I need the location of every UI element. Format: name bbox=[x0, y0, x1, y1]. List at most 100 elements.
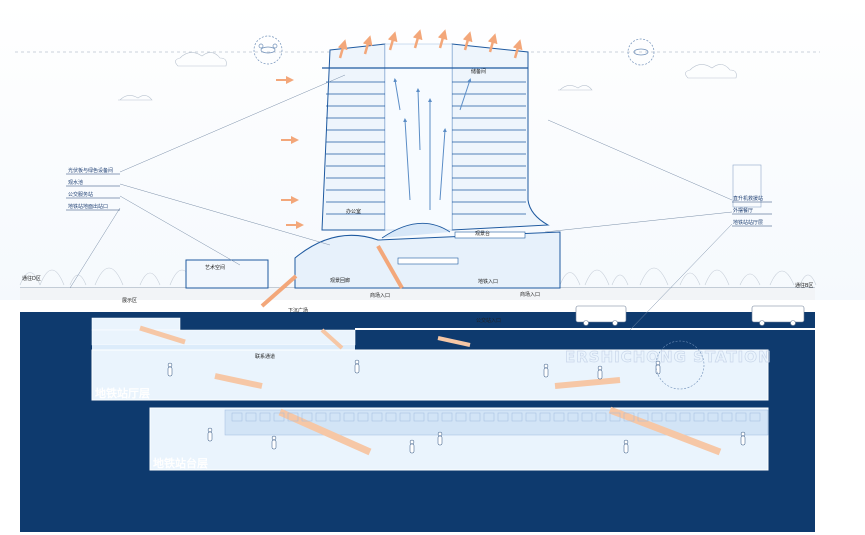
right-callouts: 直升机救援站 外摆餐厅 地铁站站厅层 bbox=[732, 195, 772, 227]
train-window bbox=[651, 412, 663, 422]
ventilation-arrows bbox=[276, 29, 523, 229]
train-windows bbox=[231, 412, 761, 422]
callout-subway-exit: 地铁站地面出站口 bbox=[68, 203, 108, 210]
level-label-platform: 地铁站台层 bbox=[153, 456, 208, 470]
exhaust-arrow bbox=[362, 35, 373, 55]
air-arrow bbox=[416, 88, 421, 151]
right-building-sketch bbox=[732, 164, 762, 208]
bus-icon bbox=[575, 305, 805, 326]
callout-subway-concourse: 地铁站站厅层 bbox=[733, 219, 763, 226]
person-figure bbox=[271, 435, 277, 450]
train-window bbox=[735, 412, 747, 422]
label-office: 办公室 bbox=[346, 208, 361, 215]
air-arrow bbox=[439, 128, 447, 201]
left-callouts: 光伏板与绿色设备间 观水池 公交服务站 地铁站地面出站口 bbox=[66, 167, 120, 211]
train-window bbox=[343, 412, 355, 422]
underground bbox=[20, 312, 815, 532]
train-window bbox=[301, 412, 313, 422]
label-bus-entry: 公交站入口 bbox=[476, 317, 501, 324]
train-window bbox=[385, 412, 397, 422]
air-arrow bbox=[393, 78, 401, 111]
train-window bbox=[441, 412, 453, 422]
train-window bbox=[357, 412, 369, 422]
callout-water-pool: 观水池 bbox=[68, 179, 83, 186]
person-figure bbox=[409, 439, 415, 454]
train-window bbox=[707, 412, 719, 422]
person-figure bbox=[543, 363, 549, 378]
train-window bbox=[497, 412, 509, 422]
person-figure bbox=[597, 365, 603, 380]
train-window bbox=[721, 412, 733, 422]
train-window bbox=[399, 412, 411, 422]
air-arrow bbox=[403, 118, 411, 201]
people-figures bbox=[167, 359, 746, 454]
train-window bbox=[539, 412, 551, 422]
label-concourse-link: 联系通道 bbox=[255, 353, 275, 360]
airflow-arrows bbox=[393, 78, 472, 210]
train-window bbox=[273, 412, 285, 422]
label-top-room: 储备间 bbox=[471, 68, 486, 75]
train-window bbox=[231, 412, 243, 422]
detail-circle bbox=[655, 340, 705, 390]
podium bbox=[185, 222, 561, 308]
callout-pv-equipment: 光伏板与绿色设备间 bbox=[68, 167, 113, 174]
exhaust-arrow bbox=[387, 31, 398, 51]
person-figure bbox=[167, 362, 173, 377]
air-arrow bbox=[459, 78, 472, 111]
person-figure bbox=[354, 359, 360, 374]
drone-icon-2 bbox=[627, 38, 655, 66]
train-window bbox=[469, 412, 481, 422]
room-labels: 储备间 办公室 观景台 观景回廊 艺术空间 商场入口 商场入口 地铁入口 公交站… bbox=[122, 68, 540, 360]
train-window bbox=[623, 412, 635, 422]
exhaust-arrow bbox=[412, 29, 423, 49]
label-plaza: 下沉广场 bbox=[288, 307, 308, 314]
train-window bbox=[245, 412, 257, 422]
train-window bbox=[637, 412, 649, 422]
train-window bbox=[567, 412, 579, 422]
background-trees bbox=[19, 267, 817, 286]
callout-leaders bbox=[69, 74, 733, 331]
person-figure bbox=[437, 431, 443, 446]
train-window bbox=[609, 412, 621, 422]
train-window bbox=[413, 412, 425, 422]
exhaust-arrow bbox=[487, 33, 498, 53]
train-window bbox=[679, 412, 691, 422]
label-observation: 观景台 bbox=[475, 230, 490, 237]
label-exhibit: 展示区 bbox=[122, 298, 137, 304]
train-window bbox=[749, 412, 761, 422]
exhaust-arrow bbox=[462, 31, 473, 51]
train-window bbox=[329, 412, 341, 422]
exhaust-arrow bbox=[512, 39, 523, 59]
train-window bbox=[287, 412, 299, 422]
person-figure bbox=[623, 439, 629, 454]
label-commercial-entry-2: 商场入口 bbox=[520, 291, 540, 298]
train-window bbox=[315, 412, 327, 422]
person-figure bbox=[740, 431, 746, 446]
label-art-space: 艺术空间 bbox=[205, 264, 225, 271]
road-label-right: 通往B区 bbox=[795, 282, 813, 289]
train-window bbox=[595, 412, 607, 422]
level-label-concourse: 地铁站厅层 bbox=[95, 386, 150, 400]
train-window bbox=[483, 412, 495, 422]
label-commercial-entry: 商场入口 bbox=[370, 292, 390, 299]
callout-bus-station: 公交服务站 bbox=[68, 191, 93, 198]
train-window bbox=[259, 412, 271, 422]
exhaust-arrow bbox=[437, 29, 448, 49]
train-window bbox=[455, 412, 467, 422]
street-band bbox=[20, 288, 815, 300]
train-window bbox=[525, 412, 537, 422]
callout-helipad: 直升机救援站 bbox=[733, 195, 763, 202]
train-window bbox=[371, 412, 383, 422]
train-window bbox=[581, 412, 593, 422]
exhaust-arrow bbox=[337, 39, 348, 59]
callout-outdoor-restaurant: 外摆餐厅 bbox=[733, 207, 753, 214]
train-window bbox=[427, 412, 439, 422]
label-subway-link: 地铁入口 bbox=[478, 278, 498, 285]
train-window bbox=[553, 412, 565, 422]
label-viewing-corridor: 观景回廊 bbox=[330, 277, 350, 284]
tower bbox=[321, 43, 550, 231]
train-window bbox=[693, 412, 705, 422]
drone-icon bbox=[253, 35, 283, 65]
person-figure bbox=[207, 427, 213, 442]
